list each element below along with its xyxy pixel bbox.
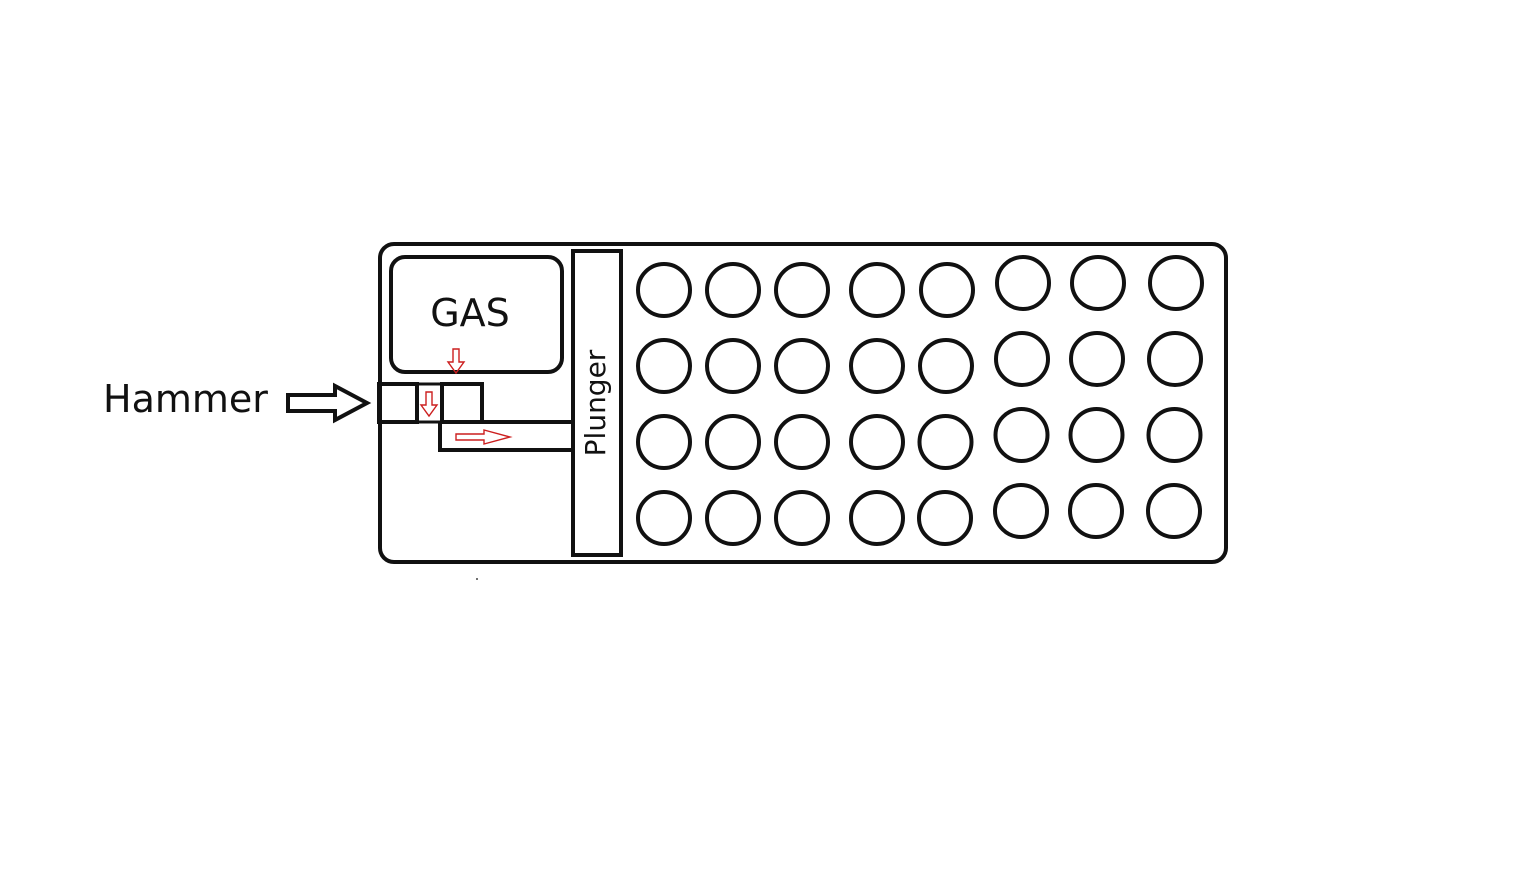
flow-arrow-down-valve-icon xyxy=(419,391,439,418)
pellet-circle xyxy=(1148,255,1204,311)
pellet-circle xyxy=(705,262,761,318)
pellet-circle xyxy=(705,490,761,546)
pellet-circle xyxy=(636,338,692,394)
pellet-circle xyxy=(636,414,692,470)
pellet-circle xyxy=(849,490,905,546)
pellet-circle xyxy=(917,414,974,470)
pellet-circle xyxy=(849,338,905,394)
gas-valve-block xyxy=(440,382,484,424)
pellet-circle xyxy=(849,414,905,470)
pellet-circle xyxy=(705,414,761,470)
pellet-circle xyxy=(995,255,1051,311)
hammer-arrow-icon xyxy=(286,382,372,424)
pellet-circle xyxy=(994,331,1050,387)
flow-arrow-right-channel-icon xyxy=(455,429,513,445)
gas-channel-lower xyxy=(438,422,573,452)
pellet-circle xyxy=(774,262,830,318)
pellet-circle xyxy=(993,483,1049,539)
hammer-valve-block xyxy=(377,382,419,424)
pellet-circle xyxy=(993,407,1050,463)
pellet-circle xyxy=(1068,483,1124,539)
hammer-label: Hammer xyxy=(103,377,268,421)
pellet-circle xyxy=(636,262,692,318)
pellet-circle xyxy=(917,490,973,546)
pellet-circle xyxy=(1070,255,1126,311)
pellet-circle xyxy=(705,338,761,394)
plunger-label: Plunger xyxy=(579,349,612,456)
pellet-circle xyxy=(774,338,830,394)
pellet-grid xyxy=(636,255,1204,546)
stray-dot xyxy=(476,578,478,580)
pellet-circle xyxy=(918,338,974,394)
pellet-circle xyxy=(774,490,830,546)
pellet-circle xyxy=(636,490,692,546)
pellet-circle xyxy=(774,414,830,470)
pellet-circle xyxy=(919,262,975,318)
pellet-circle xyxy=(1069,331,1125,387)
flow-arrow-down-gas-icon xyxy=(446,348,466,375)
pellet-circle xyxy=(1146,483,1202,539)
gas-label: GAS xyxy=(430,291,510,335)
pellet-circle xyxy=(1147,331,1203,387)
plunger-bar xyxy=(571,249,623,557)
pellet-circle xyxy=(849,262,905,318)
gas-chamber xyxy=(389,255,564,374)
pellet-circle xyxy=(1068,407,1125,463)
pellet-circle xyxy=(1146,407,1203,463)
